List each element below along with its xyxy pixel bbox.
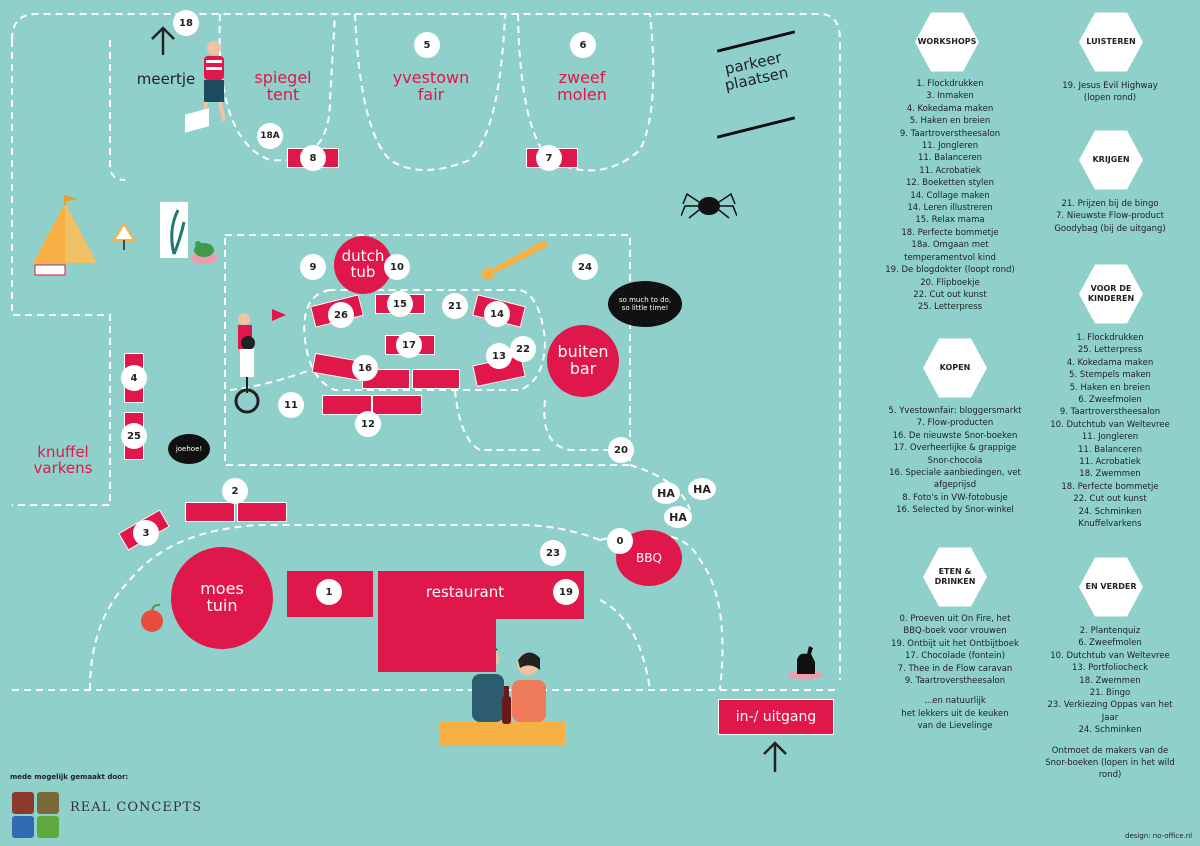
restaurant-block[interactable] <box>378 571 584 619</box>
marker-11[interactable]: 11 <box>278 392 304 418</box>
marker-26[interactable]: 26 <box>328 302 354 328</box>
sponsor-app-icon <box>37 816 59 838</box>
festival-map: parkeer plaatsen meertje spiegel tent yv… <box>10 10 841 838</box>
marker-1[interactable]: 1 <box>316 579 342 605</box>
stall-16c[interactable] <box>412 369 460 389</box>
marker-9[interactable]: 9 <box>300 254 326 280</box>
marker-18a[interactable]: 18A <box>257 123 283 149</box>
warning-sign-icon <box>112 222 136 250</box>
design-credit: design: no-office.nl <box>1125 832 1193 840</box>
marker-22[interactable]: 22 <box>510 336 536 362</box>
haha-bubble-1: HA <box>652 482 680 504</box>
arrow-up-icon <box>151 26 175 55</box>
moes-tuin[interactable]: moes tuin <box>171 547 273 649</box>
marker-6[interactable]: 6 <box>570 32 596 58</box>
marker-25[interactable]: 25 <box>121 423 147 449</box>
frog-icon <box>160 202 218 264</box>
section-title-krijgen: KRIJGEN <box>1079 130 1143 190</box>
area-meertje[interactable]: meertje <box>136 70 196 88</box>
buiten-bar[interactable]: buiten bar <box>547 325 619 397</box>
area-spiegel-tent[interactable]: spiegel tent <box>254 68 312 104</box>
spider-icon <box>681 192 737 219</box>
area-knuffel-varkens[interactable]: knuffel varkens <box>33 443 93 477</box>
marker-15[interactable]: 15 <box>387 291 413 317</box>
marker-18[interactable]: 18 <box>173 10 199 36</box>
unicycle-acrobat-icon <box>234 309 286 414</box>
section-title-eten: ETEN & DRINKEN <box>923 547 987 607</box>
marker-3[interactable]: 3 <box>133 520 159 546</box>
speech-bubble-joehoe: joehoe! <box>168 434 210 464</box>
area-yvestown-fair[interactable]: yvestown fair <box>392 68 470 104</box>
dutch-tub[interactable]: dutch tub <box>334 236 392 294</box>
marker-21[interactable]: 21 <box>442 293 468 319</box>
sponsor-app-icon <box>12 792 34 814</box>
speech-bubble-so-much: so much to do, so little time! <box>608 281 682 327</box>
marker-2[interactable]: 2 <box>222 478 248 504</box>
parking-label: parkeer plaatsen <box>723 48 790 95</box>
diver-icon <box>185 41 226 133</box>
marker-14[interactable]: 14 <box>484 301 510 327</box>
sponsor-app-icon <box>37 792 59 814</box>
marker-19[interactable]: 19 <box>553 579 579 605</box>
entrance-button[interactable]: in-/ uitgang <box>718 699 834 735</box>
marker-12[interactable]: 12 <box>355 411 381 437</box>
restaurant-block-lower <box>378 618 496 672</box>
section-title-kinderen: VOOR DE KINDEREN <box>1079 264 1143 324</box>
dog-icon <box>787 646 823 679</box>
marker-17[interactable]: 17 <box>396 332 422 358</box>
section-title-verder: EN VERDER <box>1079 557 1143 617</box>
haha-bubble-3: HA <box>664 506 692 528</box>
path-lines <box>11 13 841 691</box>
section-title-workshops: WORKSHOPS <box>915 12 979 72</box>
arrow-up-icon <box>763 741 787 772</box>
marker-4[interactable]: 4 <box>121 365 147 391</box>
apple-icon <box>141 603 163 632</box>
marker-0[interactable]: 0 <box>607 528 633 554</box>
made-by-text: mede mogelijk gemaakt door: <box>10 773 129 781</box>
marker-13[interactable]: 13 <box>486 343 512 369</box>
section-title-kopen: KOPEN <box>923 338 987 398</box>
parking-area: parkeer plaatsen <box>706 30 802 139</box>
tent-icon <box>33 195 97 276</box>
stall-2a[interactable] <box>185 502 235 522</box>
marker-20[interactable]: 20 <box>608 437 634 463</box>
stall-12b[interactable] <box>372 395 422 415</box>
list-luisteren: 19. Jesus Evil Highway(lopen rond) <box>1062 81 1158 104</box>
sponsor-name: REAL CONCEPTS <box>70 800 203 815</box>
stall-12a[interactable] <box>322 395 372 415</box>
marker-8[interactable]: 8 <box>300 145 326 171</box>
marker-23[interactable]: 23 <box>540 540 566 566</box>
section-title-luisteren: LUISTEREN <box>1079 12 1143 72</box>
haha-bubble-2: HA <box>688 478 716 500</box>
marker-5[interactable]: 5 <box>414 32 440 58</box>
wine-bottle-icon <box>502 686 511 724</box>
stall-2b[interactable] <box>237 502 287 522</box>
marker-24[interactable]: 24 <box>572 254 598 280</box>
marker-10[interactable]: 10 <box>384 254 410 280</box>
area-restaurant[interactable]: restaurant <box>425 583 505 601</box>
sponsor-app-icon <box>12 816 34 838</box>
marker-16[interactable]: 16 <box>352 355 378 381</box>
area-zweef-molen[interactable]: zweef molen <box>557 68 607 104</box>
marker-7[interactable]: 7 <box>536 145 562 171</box>
comet-icon <box>482 240 548 280</box>
